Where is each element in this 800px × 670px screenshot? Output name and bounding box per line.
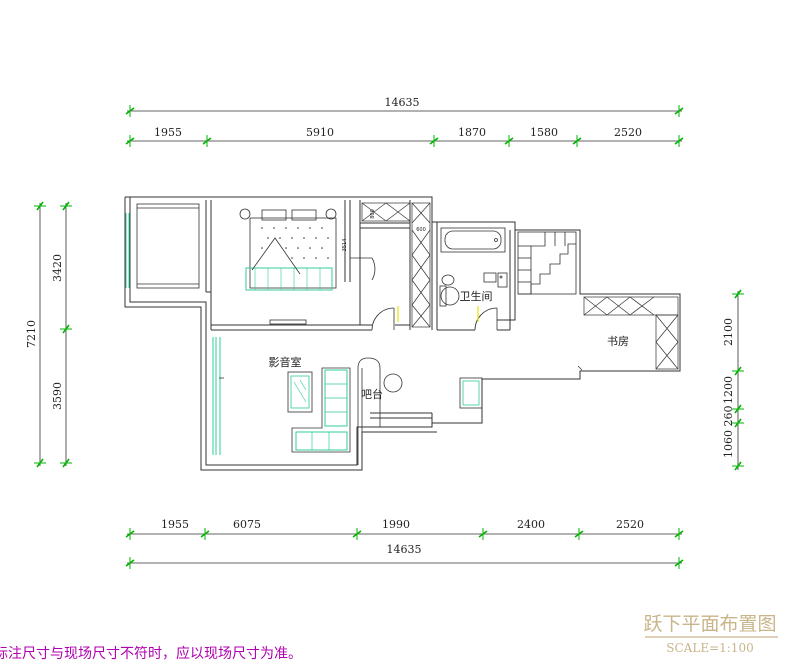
room-label-study: 书房	[607, 335, 629, 348]
study-cabinets	[577, 296, 679, 371]
dim-right-seg-2: 1200	[722, 376, 735, 404]
stairs	[517, 231, 577, 295]
dim-bottom-total: 14635	[387, 543, 422, 556]
dim-top-seg-4: 1580	[530, 126, 558, 139]
windows	[125, 213, 221, 455]
dim-top-seg-3: 1870	[458, 126, 486, 139]
theater-furniture	[219, 367, 351, 453]
dim-right-seg-1: 2100	[722, 318, 735, 346]
dim-left-seg-1: 3420	[51, 254, 64, 282]
dim-bottom-seg-2: 6075	[233, 518, 261, 531]
room-label-theater: 影音室	[269, 355, 302, 369]
dim-interior-3514: 3514	[342, 239, 348, 252]
dim-left-seg-2: 3590	[51, 382, 64, 410]
dim-right-seg-3: 260	[722, 406, 735, 427]
drawing-scale: SCALE=1:100	[666, 641, 753, 655]
left-dimension-lines	[34, 201, 72, 468]
wardrobe	[361, 202, 431, 328]
dim-right-seg-4: 1060	[722, 430, 735, 458]
dim-top-seg-2: 5910	[306, 126, 334, 139]
door-markers	[397, 306, 479, 322]
dim-bottom-seg-1: 1955	[161, 518, 189, 531]
dim-top-seg-1: 1955	[154, 126, 182, 139]
left-storage-bay	[136, 203, 200, 289]
drawing-title: 跃下平面布置图	[643, 613, 776, 635]
dim-left-total: 7210	[25, 320, 38, 348]
room-label-bathroom: 卫生间	[460, 289, 493, 303]
dim-bottom-seg-5: 2520	[616, 518, 644, 531]
top-dimension-lines	[125, 105, 684, 147]
right-dimension-lines	[732, 289, 744, 471]
room-label-bar: 吧台	[361, 387, 383, 401]
bar-counter	[357, 357, 483, 465]
doors	[350, 257, 498, 331]
bottom-dimension-lines	[125, 528, 684, 569]
site-note: 标注尺寸与现场尺寸不符时，应以现场尺寸为准。	[0, 645, 302, 662]
dim-interior-800: 800	[370, 209, 376, 219]
dim-bottom-seg-3: 1990	[382, 518, 410, 531]
dim-bottom-seg-4: 2400	[517, 518, 545, 531]
bed	[239, 208, 337, 325]
dim-top-total: 14635	[385, 96, 420, 109]
dim-top-seg-5: 2520	[614, 126, 642, 139]
bathroom-fixtures	[439, 227, 508, 307]
walls	[124, 196, 681, 471]
dim-interior-600: 600	[416, 227, 426, 233]
